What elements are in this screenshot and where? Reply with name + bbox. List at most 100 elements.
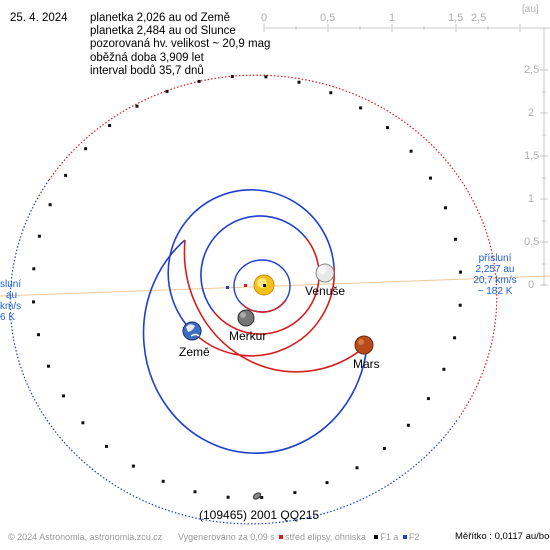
right-tick-2: 2 [528, 107, 535, 119]
orbit-point-marker [264, 75, 268, 79]
perihelion-info: přísluní 2,257 au 20,7 km/s ~ 182 K [465, 253, 525, 297]
perihelion-label: přísluní [478, 253, 512, 264]
mercury-label: Merkur [229, 329, 267, 343]
orbit-point-marker [108, 124, 112, 127]
top-tick-1: 1 [389, 12, 396, 24]
info-period: oběžná doba 3,909 let [90, 51, 204, 64]
orbit-point-marker [359, 106, 363, 110]
orbit-point-marker [197, 79, 201, 83]
focus-f2-marker [226, 286, 229, 289]
mercury-orbit-near [241, 299, 287, 313]
orbit-point-marker [406, 423, 410, 427]
axis-unit-label: [au] [522, 4, 539, 15]
orbit-point-marker [62, 394, 65, 398]
info-sun-distance: planetka 2,484 au od Slunce [90, 25, 236, 38]
orbit-point-marker [458, 303, 462, 307]
top-axis [263, 24, 550, 32]
orbit-point-marker [48, 203, 52, 207]
orbit-point-marker [260, 496, 264, 499]
right-tick-1: 1 [528, 193, 535, 205]
f1-legend-icon [374, 535, 379, 540]
center-legend-icon [279, 535, 283, 540]
orbit-point-marker [453, 336, 457, 340]
info-panel: planetka 2,026 au od Země planetka 2,484… [90, 12, 270, 78]
right-tick-0: 0 [528, 279, 535, 291]
orbit-point-marker [161, 479, 165, 483]
date-label: 25. 4. 2024 [10, 12, 68, 24]
generated-label: Vygenerováno za 0,09 s [178, 532, 275, 542]
info-magnitude: pozorovaná hv. velikost ~ 20,9 mag [90, 38, 271, 51]
orbit-point-marker [135, 104, 139, 108]
orbit-point-marker [293, 491, 297, 495]
ellipse-center-marker [244, 284, 247, 287]
perihelion-speed: 20,7 km/s [473, 275, 517, 286]
orbit-point-marker [165, 89, 169, 93]
orbit-point-marker [37, 333, 40, 337]
orbit-point-marker [32, 300, 35, 304]
top-tick-0: 0 [261, 12, 268, 24]
sun [253, 274, 275, 296]
right-tick-2-5: 2,5 [524, 64, 540, 76]
orbit-point-marker [444, 206, 447, 210]
legend-center-label: střed elipsy, ohniska [285, 532, 366, 542]
orbit-point-marker [459, 270, 462, 274]
orbit-point-marker [386, 126, 389, 130]
info-earth-distance: planetka 2,026 au od Země [90, 12, 231, 24]
legend-f1-label: F1 a [380, 532, 399, 542]
orbit-point-marker [426, 397, 430, 401]
orbit-point-marker [131, 464, 135, 468]
asteroid-orbit-points [32, 75, 462, 499]
asteroid-orbit-far [9, 179, 459, 525]
orbit-point-marker [64, 173, 68, 177]
aphelion-info: sluní au km/s 6 K [0, 279, 21, 323]
scale-label: Měřítko : 0,0117 au/bod [455, 531, 550, 542]
orbit-point-marker [329, 91, 333, 95]
orbit-point-marker [226, 495, 230, 499]
orbit-point-marker [37, 234, 41, 238]
right-axis [540, 28, 548, 286]
orbit-point-marker [325, 481, 329, 485]
right-tick-1-5: 1,5 [524, 150, 540, 162]
line-of-apsides [0, 275, 550, 297]
asteroid [252, 492, 262, 500]
orbit-point-marker [193, 490, 197, 494]
venus-orbit-near [213, 237, 320, 335]
asteroid-label: (109465) 2001 QQ215 [199, 508, 320, 522]
info-point-interval: interval bodů 35,7 dnů [90, 64, 204, 77]
earth-orbit-near [191, 266, 335, 357]
top-tick-2-5: 2,5 [471, 12, 487, 24]
earth-label: Země [179, 345, 210, 359]
orbit-point-marker [442, 367, 446, 371]
orbit-point-marker [355, 466, 359, 470]
orbit-point-marker [84, 147, 88, 151]
aphelion-temperature: 6 K [0, 312, 16, 323]
orbit-point-marker [230, 75, 234, 78]
perihelion-distance: 2,257 au [475, 264, 515, 275]
top-tick-1-5: 1,5 [448, 12, 464, 24]
orbit-point-marker [429, 176, 432, 180]
f2-legend-icon [402, 535, 407, 540]
asteroid-orbit-near [48, 74, 498, 420]
venus [315, 263, 335, 283]
mars-orbit-far [142, 239, 368, 454]
legend: střed elipsy, ohniska F1 a F2 [277, 532, 419, 542]
orbit-point-marker [47, 364, 50, 368]
orbit-point-marker [105, 444, 108, 448]
mars-orbit-near [183, 239, 368, 373]
earth-orbit-far [167, 189, 335, 332]
orbit-point-marker [81, 421, 85, 425]
mercury [237, 309, 255, 327]
aphelion-label: sluní [0, 279, 22, 290]
orbit-point-marker [32, 267, 36, 271]
mars [354, 335, 374, 355]
orbit-point-marker [297, 80, 301, 84]
aphelion-distance: au [6, 290, 18, 301]
perihelion-temperature: ~ 182 K [477, 286, 513, 297]
orbit-point-marker [454, 237, 457, 241]
aphelion-speed: km/s [0, 301, 22, 312]
top-tick-0-5: 0,5 [320, 12, 336, 24]
venus-orbit-far [200, 215, 307, 313]
legend-f2-label: F2 [408, 532, 420, 542]
venus-label: Venuše [305, 284, 346, 298]
